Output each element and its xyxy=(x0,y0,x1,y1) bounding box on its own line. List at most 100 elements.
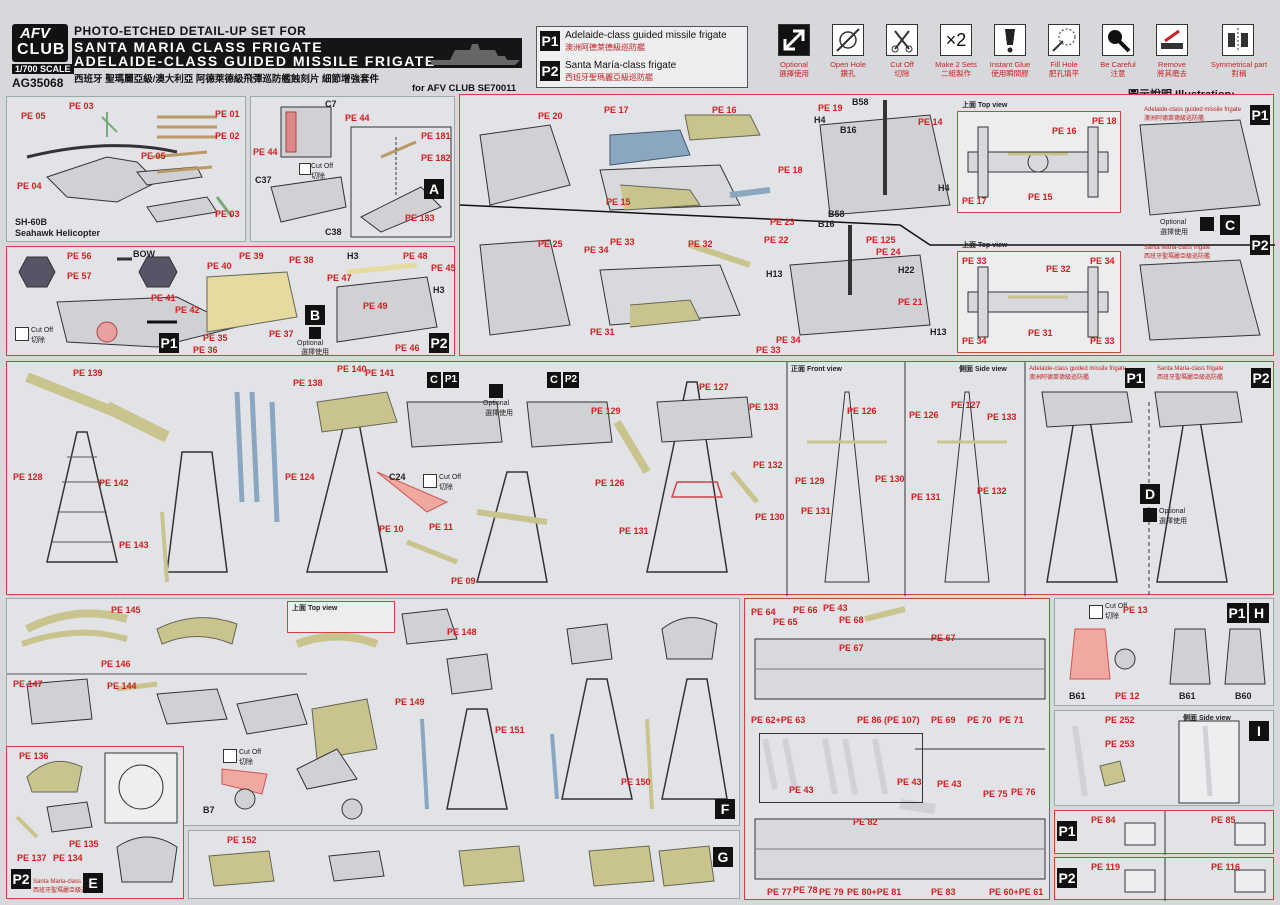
d-sv-pe127: PE 127 xyxy=(951,400,981,410)
d-sv-pe126: PE 126 xyxy=(909,410,939,420)
i-pe252: PE 252 xyxy=(1105,715,1135,725)
hull-pe62-63: PE 62+PE 63 xyxy=(751,715,806,725)
f-cut-off-zh: 切除 xyxy=(239,759,253,766)
legend-p1-en: Adelaide-class guided missile frigate xyxy=(565,30,727,41)
cut-off-icon xyxy=(15,327,29,341)
c-pe14: PE 14 xyxy=(918,117,943,127)
d-pe126: PE 126 xyxy=(595,478,625,488)
hull-pe77: PE 77 xyxy=(767,887,792,897)
optional-icon xyxy=(489,384,503,398)
hull-pe66: PE 66 xyxy=(793,605,818,615)
c-tv-pe16: PE 16 xyxy=(1052,126,1077,136)
h-cut-off: Cut Off xyxy=(1105,603,1128,610)
c-pe33-b: PE 33 xyxy=(756,345,781,355)
group-f-badge: F xyxy=(715,799,735,819)
badge-p1: P1 xyxy=(1125,368,1145,388)
c-pe24: PE 24 xyxy=(876,247,901,257)
c-pe32: PE 32 xyxy=(688,239,713,249)
d-optional-2: Optional xyxy=(1159,508,1186,515)
d-c24: C24 xyxy=(389,472,406,482)
c-pe22: PE 22 xyxy=(764,235,789,245)
hull-pe75: PE 75 xyxy=(983,789,1008,799)
h-b61-b: B61 xyxy=(1179,691,1196,701)
d-pe124: PE 124 xyxy=(285,472,315,482)
d-fv-pe129: PE 129 xyxy=(795,476,825,486)
c-b16: B16 xyxy=(840,125,857,135)
hull-pe82: PE 82 xyxy=(853,817,878,827)
panel-g: PE 152 G xyxy=(188,830,740,899)
badge-p2: P2 xyxy=(1251,368,1271,388)
c-topview-label-2: 上面 Top view xyxy=(962,242,1008,249)
panel-i: PE 252 PE 253 側面 Side view I xyxy=(1054,710,1274,806)
d-pe130: PE 130 xyxy=(755,512,785,522)
c-h22: H22 xyxy=(898,265,915,275)
b-pe46: PE 46 xyxy=(395,343,420,353)
hull-drawing xyxy=(754,606,1046,880)
b-pe38: PE 38 xyxy=(289,255,314,265)
panel-p2-drawing xyxy=(1124,858,1266,901)
d-fv-pe126: PE 126 xyxy=(847,406,877,416)
group-a-badge: A xyxy=(424,179,444,199)
b-pe41: PE 41 xyxy=(151,293,176,303)
remove-icon xyxy=(1156,24,1188,56)
d-sv-pe132: PE 132 xyxy=(977,486,1007,496)
a-cut-off-zh: 切除 xyxy=(311,173,325,180)
fill-hole-icon xyxy=(1048,24,1080,56)
b-pe42: PE 42 xyxy=(175,305,200,315)
a-c37: C37 xyxy=(255,175,272,185)
p1-pe85: PE 85 xyxy=(1211,815,1236,825)
c-tv-pe17: PE 17 xyxy=(962,196,987,206)
heli-pe04: PE 04 xyxy=(17,181,42,191)
make-2-sets-icon: ×2 xyxy=(940,24,972,56)
b-pe37: PE 37 xyxy=(269,329,294,339)
c-pe125: PE 125 xyxy=(866,235,896,245)
a-pe183: PE 183 xyxy=(405,213,435,223)
panel-helicopter: PE 03 PE 05 PE 01 PE 02 PE 05 PE 04 PE 0… xyxy=(6,96,246,242)
b-pe45: PE 45 xyxy=(431,263,456,273)
d-pe142: PE 142 xyxy=(99,478,129,488)
b-bow: BOW xyxy=(133,249,155,259)
panel-d-drawing xyxy=(25,362,1243,596)
c-tv2-pe31: PE 31 xyxy=(1028,328,1053,338)
scale-text: 1/700 SCALE xyxy=(12,64,74,74)
b-pe49: PE 49 xyxy=(363,301,388,311)
hull-pe70: PE 70 xyxy=(967,715,992,725)
b-pe39: PE 39 xyxy=(239,251,264,261)
legend-p1-zh: 澳洲阿德萊德級巡防艦 xyxy=(565,43,645,52)
hull-pe67-a: PE 67 xyxy=(931,633,956,643)
hull-pe69: PE 69 xyxy=(931,715,956,725)
cut-off-icon xyxy=(1089,605,1103,619)
f-pe147: PE 147 xyxy=(13,679,43,689)
group-g-badge: G xyxy=(713,847,733,867)
be-careful-icon xyxy=(1102,24,1134,56)
badge-p1: P1 xyxy=(1057,821,1077,841)
a-pe44-a: PE 44 xyxy=(345,113,370,123)
d-side-view-label: 側面 Side view xyxy=(959,366,1007,373)
d-front-view-label: 正面 Front view xyxy=(791,366,842,373)
g-pe152: PE 152 xyxy=(227,835,257,845)
c-tv2-pe33-b: PE 33 xyxy=(1090,336,1115,346)
for-kit: for AFV CLUB SE70011 xyxy=(412,83,517,94)
badge-p2: P2 xyxy=(1250,235,1270,255)
d-pe140: PE 140 xyxy=(337,364,367,374)
b-pe35: PE 35 xyxy=(203,333,228,343)
f-pe151: PE 151 xyxy=(495,725,525,735)
c-optional: Optional xyxy=(1160,219,1187,226)
a-pe181: PE 181 xyxy=(421,131,451,141)
hull-ladder-pe43-b: PE 43 xyxy=(897,777,922,787)
c-b58-b: B58 xyxy=(828,209,845,219)
panel-c-drawing xyxy=(460,100,1275,341)
f-pe149: PE 149 xyxy=(395,697,425,707)
c-pe34-b: PE 34 xyxy=(776,335,801,345)
heli-pe05-b: PE 05 xyxy=(141,151,166,161)
optional-icon xyxy=(778,24,810,56)
hull-pe71: PE 71 xyxy=(999,715,1024,725)
panel-p2-small: P2 PE 119 PE 116 xyxy=(1054,857,1274,901)
title-line2: SANTA MARIA CLASS FRIGATE xyxy=(74,39,324,55)
symmetrical-icon xyxy=(1222,24,1254,56)
